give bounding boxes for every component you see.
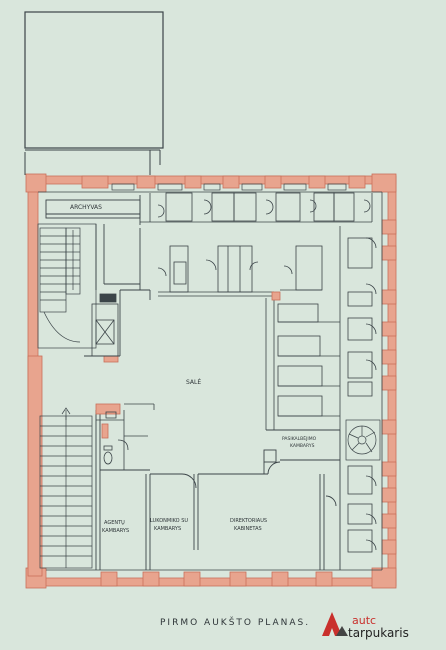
wc-block bbox=[95, 403, 155, 470]
label-lukonmiko: LUKONMIKO SU bbox=[150, 518, 188, 524]
stair-upper bbox=[37, 223, 97, 349]
logo-triangle-icon bbox=[322, 612, 342, 636]
label-agentu-kambarys: KAMBARYS bbox=[102, 528, 129, 534]
archive-room bbox=[45, 195, 141, 225]
label-agentu: AGENTŲ bbox=[104, 520, 125, 526]
adjacent-building bbox=[24, 11, 164, 175]
spiral-stair bbox=[345, 419, 381, 461]
label-lukonmiko-kambarys: KAMBARYS bbox=[154, 526, 181, 532]
stair-lower bbox=[39, 407, 93, 569]
label-pasikalbejimo: PASIKALBĖJIMO bbox=[282, 435, 317, 442]
label-direktoriaus: DIREKTORIAUS bbox=[230, 518, 267, 524]
label-archyvas: ARCHYVAS bbox=[70, 204, 102, 211]
right-offices bbox=[265, 226, 377, 553]
top-windows bbox=[111, 183, 347, 191]
watermark-logo: autc tarpukaris bbox=[322, 612, 409, 640]
label-sale: SALĖ bbox=[186, 379, 201, 386]
elevator-shaft bbox=[91, 293, 119, 363]
hall-partitions bbox=[157, 245, 323, 297]
wall-inner-lines bbox=[38, 191, 383, 571]
watermark-line2: tarpukaris bbox=[348, 626, 409, 640]
label-direktoriaus-kabinetas: KABINETAS bbox=[234, 526, 262, 532]
watermark-line1: autc bbox=[352, 614, 376, 627]
top-office-desks bbox=[140, 192, 373, 223]
drawing-title: PIRMO AUKŠTO PLANAS. bbox=[160, 616, 310, 628]
corridor-walls bbox=[84, 224, 151, 357]
label-pasikalbejimo-kambarys: KAMBARYS bbox=[290, 443, 315, 449]
exterior-walls bbox=[25, 173, 397, 589]
lower-offices bbox=[95, 410, 341, 570]
